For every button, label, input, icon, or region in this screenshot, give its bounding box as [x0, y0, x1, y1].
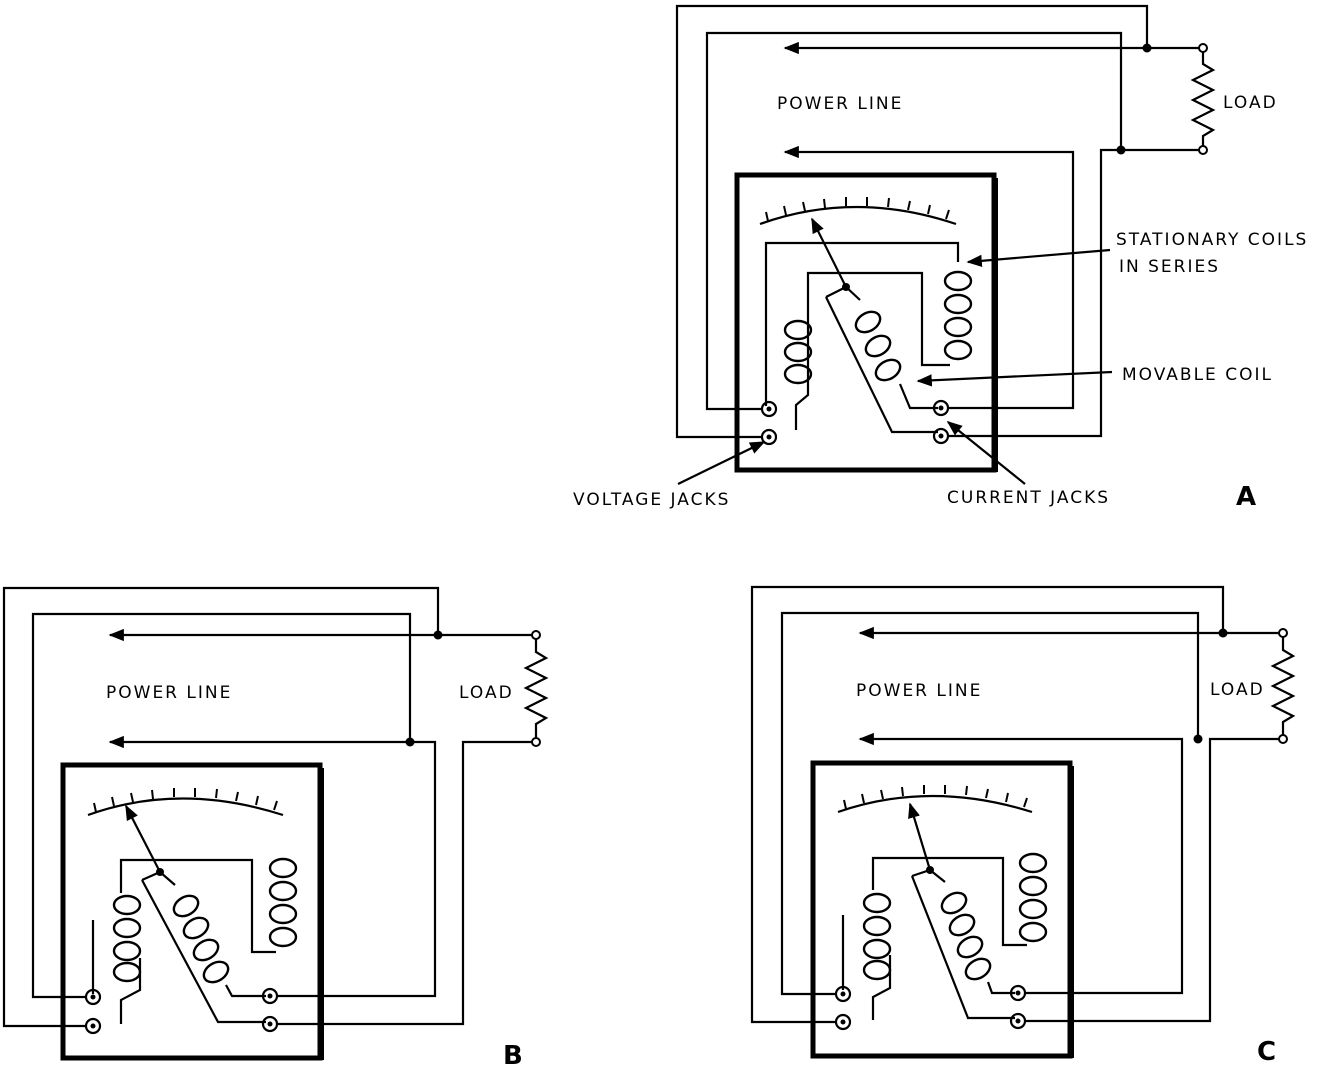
stationary-coil-right [268, 857, 298, 948]
stationary-coil-right [1018, 852, 1048, 943]
current-jack-2 [932, 427, 950, 445]
meter-case [60, 762, 323, 1061]
diagram-letter: C [1257, 1037, 1276, 1067]
stationary-coil-left [112, 894, 142, 983]
voltage-jack-2 [834, 1013, 852, 1031]
meter-scale [837, 794, 1033, 814]
power-line-label: POWER LINE [856, 681, 982, 701]
diagram-letter: A [1236, 482, 1256, 512]
diagram-letter: B [503, 1041, 523, 1071]
meter-scale [759, 205, 957, 226]
movable-coil [854, 310, 902, 382]
diagram-b: POWER LINE LOAD B [2, 586, 549, 1071]
stationary-coils-label: STATIONARY COILS [1116, 230, 1308, 250]
load-resistor [523, 630, 549, 747]
in-series-label: IN SERIES [1119, 257, 1220, 277]
diagram-a: POWER LINE LOAD STATIONARY COILS IN SERI… [573, 4, 1308, 512]
pointer-needle [908, 802, 932, 871]
pointer-needle [811, 217, 847, 288]
diagram-c: POWER LINE LOAD C [750, 585, 1296, 1067]
voltage-jack-1 [760, 400, 778, 418]
movable-coil [172, 894, 230, 984]
pointer-needle [125, 804, 161, 873]
current-jack-2 [261, 1015, 279, 1033]
scale-ticks [765, 197, 950, 222]
voltage-jack-2 [84, 1017, 102, 1035]
current-jack-2 [1009, 1012, 1027, 1030]
load-resistor [1270, 628, 1296, 744]
voltage-jack-2 [760, 428, 778, 446]
power-line-label: POWER LINE [106, 683, 232, 703]
scale-ticks [843, 785, 1028, 810]
stationary-coil-right [943, 270, 973, 361]
movable-coil-label: MOVABLE COIL [1122, 365, 1273, 385]
load-label: LOAD [1223, 93, 1278, 113]
load-label: LOAD [1210, 680, 1265, 700]
movable-coil [940, 891, 992, 981]
scale-ticks [93, 788, 278, 813]
stationary-coil-left [783, 319, 813, 385]
load-resistor [1190, 43, 1216, 155]
load-label: LOAD [459, 683, 514, 703]
current-jacks-label: CURRENT JACKS [947, 488, 1110, 508]
meter-scale [87, 797, 284, 817]
voltage-jacks-label: VOLTAGE JACKS [573, 490, 730, 510]
stationary-coil-left [862, 892, 892, 981]
power-line-label: POWER LINE [777, 94, 903, 114]
